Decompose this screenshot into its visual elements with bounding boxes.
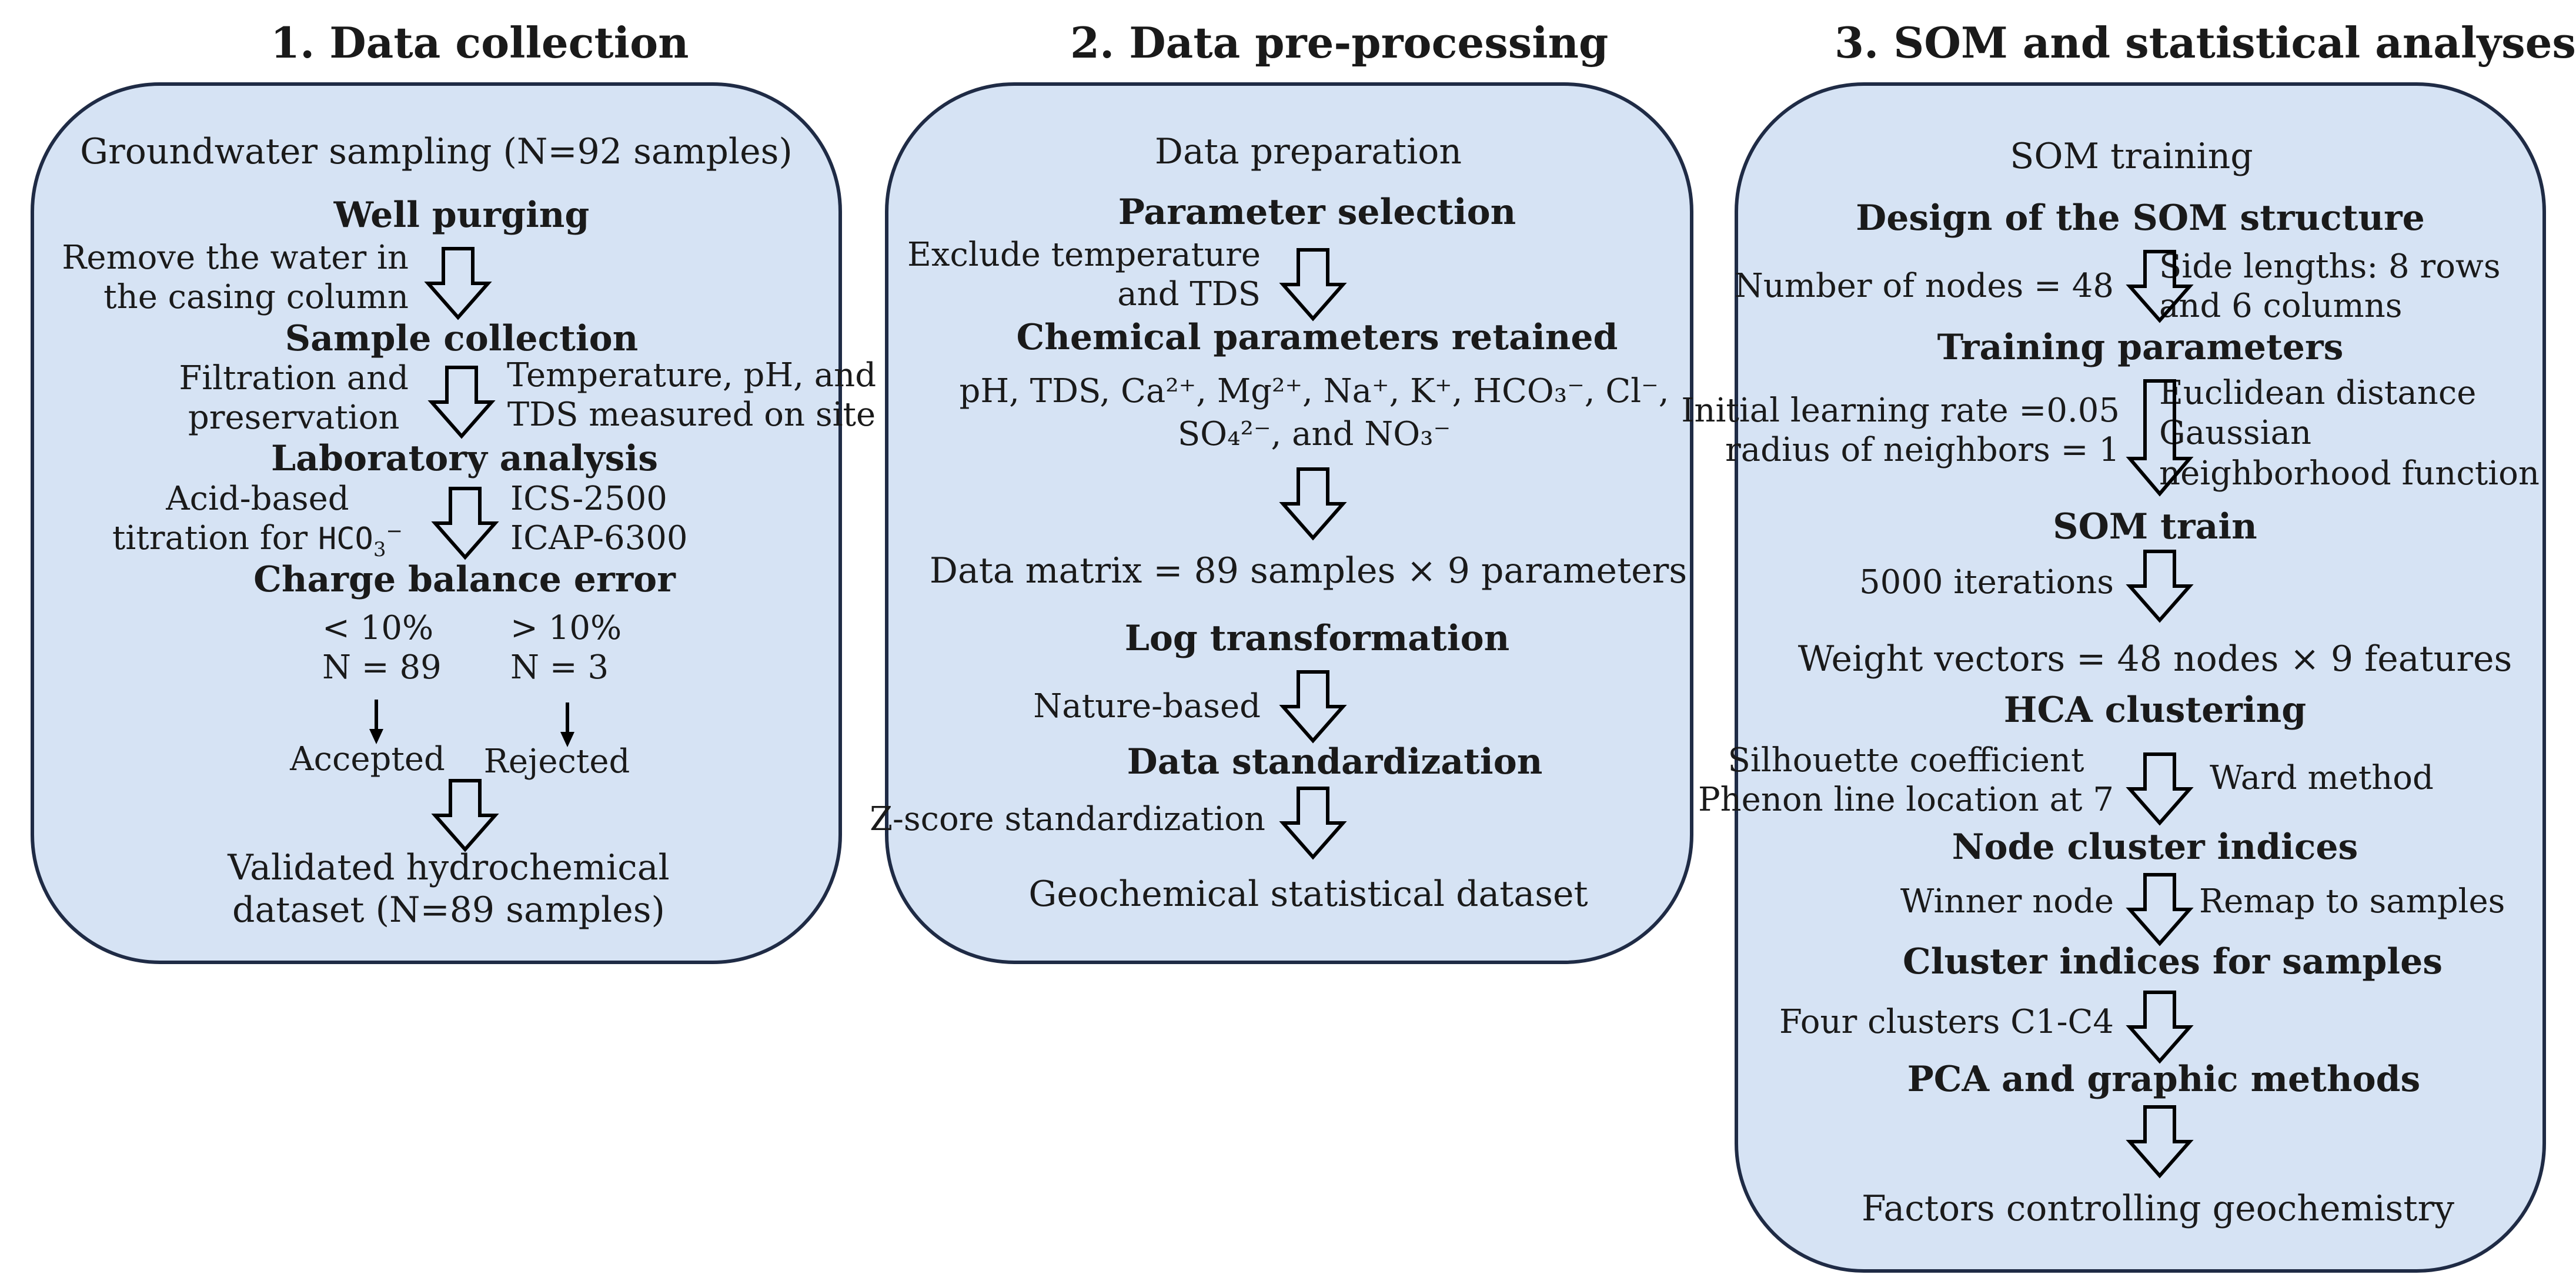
arrow-down-icon bbox=[2126, 752, 2194, 826]
winner-node-note: Winner node bbox=[1900, 882, 2114, 921]
panel-data-preprocessing bbox=[885, 82, 1693, 964]
som-training-heading: SOM training bbox=[2010, 136, 2253, 177]
zscore-note: Z-score standardization bbox=[870, 800, 1265, 838]
parameters-retained-step: Chemical parameters retained bbox=[1016, 317, 1618, 358]
arrow-down-icon bbox=[424, 247, 492, 320]
som-structure-step: Design of the SOM structure bbox=[1856, 198, 2425, 239]
panel-3-title: 3. SOM and statistical analyses bbox=[1835, 18, 2576, 68]
log-transformation-step: Log transformation bbox=[1124, 618, 1510, 659]
accepted-label: Accepted bbox=[290, 740, 445, 778]
geochemical-dataset: Geochemical statistical dataset bbox=[1028, 874, 1588, 915]
pca-step: PCA and graphic methods bbox=[1907, 1059, 2421, 1100]
rejected-label: Rejected bbox=[483, 742, 630, 781]
accepted-threshold: < 10%N = 89 bbox=[322, 609, 442, 687]
charge-balance-step: Charge balance error bbox=[253, 559, 676, 600]
nature-based-note: Nature-based bbox=[1033, 687, 1261, 725]
arrow-down-icon bbox=[431, 487, 499, 560]
sample-collection-step: Sample collection bbox=[285, 318, 639, 359]
arrow-rejected-icon bbox=[560, 702, 574, 747]
panel-2-title: 2. Data pre-processing bbox=[1070, 18, 1609, 68]
data-matrix: Data matrix = 89 samples × 9 parameters bbox=[929, 550, 1688, 591]
remap-note: Remap to samples bbox=[2199, 882, 2505, 921]
four-clusters-note: Four clusters C1-C4 bbox=[1779, 1003, 2114, 1041]
parameter-list: pH, TDS, Ca²⁺, Mg²⁺, Na⁺, K⁺, HCO₃⁻, Cl⁻… bbox=[959, 372, 1669, 453]
groundwater-sampling-heading: Groundwater sampling (N=92 samples) bbox=[80, 131, 793, 172]
number-of-nodes: Number of nodes = 48 bbox=[1734, 267, 2114, 305]
data-preparation-heading: Data preparation bbox=[1154, 131, 1462, 172]
rejected-threshold: > 10%N = 3 bbox=[510, 609, 622, 687]
arrow-accepted-icon bbox=[369, 700, 383, 744]
arrow-down-icon bbox=[427, 366, 496, 439]
arrow-down-icon bbox=[2126, 250, 2194, 323]
ward-method-note: Ward method bbox=[2210, 759, 2434, 797]
node-cluster-indices-step: Node cluster indices bbox=[1952, 827, 2358, 868]
arrow-down-icon bbox=[1279, 670, 1347, 744]
arrow-down-icon bbox=[2126, 873, 2194, 946]
arrow-down-icon bbox=[2126, 1105, 2194, 1179]
hca-clustering-step: HCA clustering bbox=[2003, 690, 2307, 731]
arrow-down-icon bbox=[1279, 248, 1347, 322]
laboratory-analysis-step: Laboratory analysis bbox=[270, 438, 659, 479]
training-parameters-step: Training parameters bbox=[1937, 327, 2344, 368]
panel-som-analyses bbox=[1735, 82, 2546, 1273]
panel-1-title: 1. Data collection bbox=[270, 18, 689, 68]
sample-cluster-indices-step: Cluster indices for samples bbox=[1902, 941, 2443, 982]
arrow-down-icon bbox=[2126, 991, 2194, 1064]
iterations-note: 5000 iterations bbox=[1859, 563, 2114, 601]
data-standardization-step: Data standardization bbox=[1127, 741, 1543, 782]
arrow-down-icon bbox=[2126, 550, 2194, 623]
arrow-long-down-icon bbox=[2126, 379, 2194, 497]
som-train-step: SOM train bbox=[2053, 506, 2257, 547]
well-purging-step: Well purging bbox=[333, 195, 590, 236]
arrow-down-icon bbox=[1279, 787, 1347, 860]
parameter-selection-step: Parameter selection bbox=[1118, 192, 1516, 233]
factors-controlling: Factors controlling geochemistry bbox=[1861, 1188, 2455, 1229]
weight-vectors: Weight vectors = 48 nodes × 9 features bbox=[1797, 638, 2512, 680]
arrow-down-icon bbox=[431, 779, 499, 852]
arrow-down-icon bbox=[1279, 467, 1347, 541]
